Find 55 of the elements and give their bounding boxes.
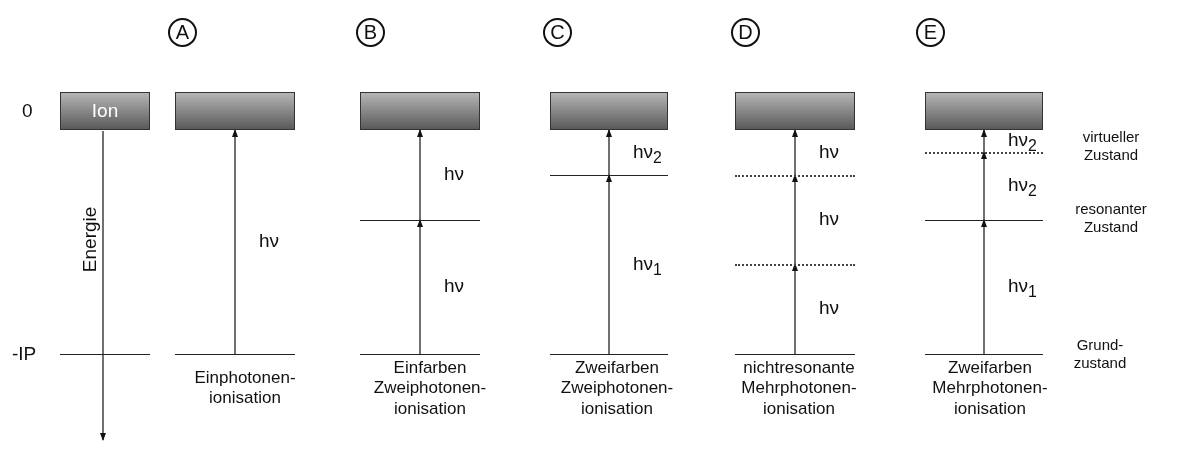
edge-label: hν	[819, 140, 840, 163]
edge-label: hν$_{2}$	[1008, 174, 1037, 200]
excitation-arrow	[981, 129, 987, 153]
edge-label: hν$_{2}$	[633, 140, 662, 167]
continuum-box: Ion	[60, 92, 150, 130]
excitation-arrow	[981, 219, 987, 355]
state-label: resonanter Zustand	[1074, 200, 1148, 236]
process-caption: nichtresonante Mehrphotonen- ionisation	[740, 358, 858, 420]
energy-level-line	[360, 354, 480, 355]
energy-level-line	[60, 354, 150, 355]
continuum-box	[735, 92, 855, 130]
virtual-level-line	[735, 264, 855, 266]
excitation-arrow	[792, 263, 798, 355]
excitation-arrow	[606, 129, 612, 176]
process-caption: Zweifarben Mehrphotonen- ionisation	[931, 358, 1049, 420]
letter-circle: E	[916, 18, 945, 47]
letter-circle: A	[168, 18, 197, 47]
energy-level-line	[925, 354, 1043, 355]
edge-label: hν	[444, 163, 465, 185]
continuum-box	[550, 92, 668, 130]
edge-label: hν	[444, 275, 465, 297]
excitation-arrow	[417, 129, 423, 221]
virtual-level-line	[925, 152, 1043, 154]
excitation-arrow	[792, 174, 798, 265]
energy-level-line	[360, 220, 480, 221]
edge-label: hν$_{1}$	[633, 252, 662, 279]
energy-level-line	[925, 220, 1043, 221]
edge-label: hν$_{1}$	[1008, 275, 1037, 301]
excitation-arrow	[606, 174, 612, 355]
edge-label: hν	[259, 230, 280, 252]
edge-label: hν	[819, 297, 840, 319]
energy-level-line	[735, 354, 855, 355]
state-label: Grund- zustand	[1072, 336, 1128, 372]
letter-circle: B	[356, 18, 385, 47]
virtual-level-line	[735, 175, 855, 177]
excitation-arrow	[981, 151, 987, 221]
continuum-box	[925, 92, 1043, 130]
ionization-potential-label: -IP	[12, 343, 38, 366]
continuum-box	[360, 92, 480, 130]
process-caption: Einfarben Zweiphotonen- ionisation	[372, 358, 488, 420]
edge-label: hν$_{2}$	[1008, 129, 1037, 155]
process-caption: Zweifarben Zweiphotonen- ionisation	[559, 358, 675, 420]
process-caption: Einphotonen- ionisation	[193, 368, 297, 409]
letter-circle: C	[543, 18, 572, 47]
energy-level-line	[175, 354, 295, 355]
excitation-arrow	[792, 129, 798, 176]
state-label: virtueller Zustand	[1081, 128, 1141, 164]
energy-level-line	[550, 354, 668, 355]
letter-circle: D	[731, 18, 760, 47]
excitation-arrow	[232, 129, 238, 355]
edge-label: hν	[819, 207, 840, 230]
energy-zero-label: 0	[22, 100, 34, 123]
energy-level-line	[550, 175, 668, 176]
continuum-box	[175, 92, 295, 130]
excitation-arrow	[417, 219, 423, 355]
